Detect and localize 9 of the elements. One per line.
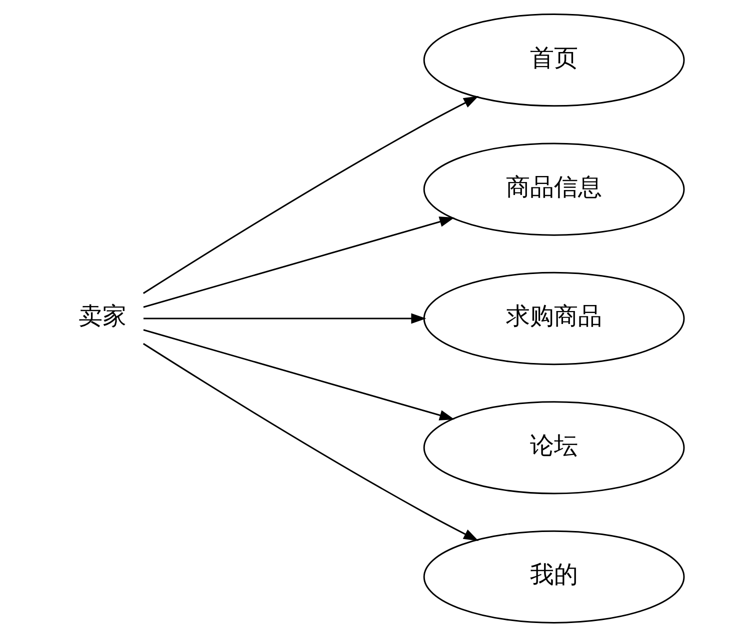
arrow bbox=[143, 343, 479, 541]
node-text: 卖家 bbox=[78, 302, 127, 330]
arrow bbox=[143, 216, 455, 308]
arrow bbox=[143, 96, 479, 294]
arrow bbox=[143, 329, 455, 420]
node-ellipse: 求购商品 bbox=[423, 272, 685, 366]
arrow bbox=[143, 313, 426, 324]
node-ellipse: 论坛 bbox=[423, 401, 685, 494]
node-ellipse: 商品信息 bbox=[423, 142, 685, 236]
